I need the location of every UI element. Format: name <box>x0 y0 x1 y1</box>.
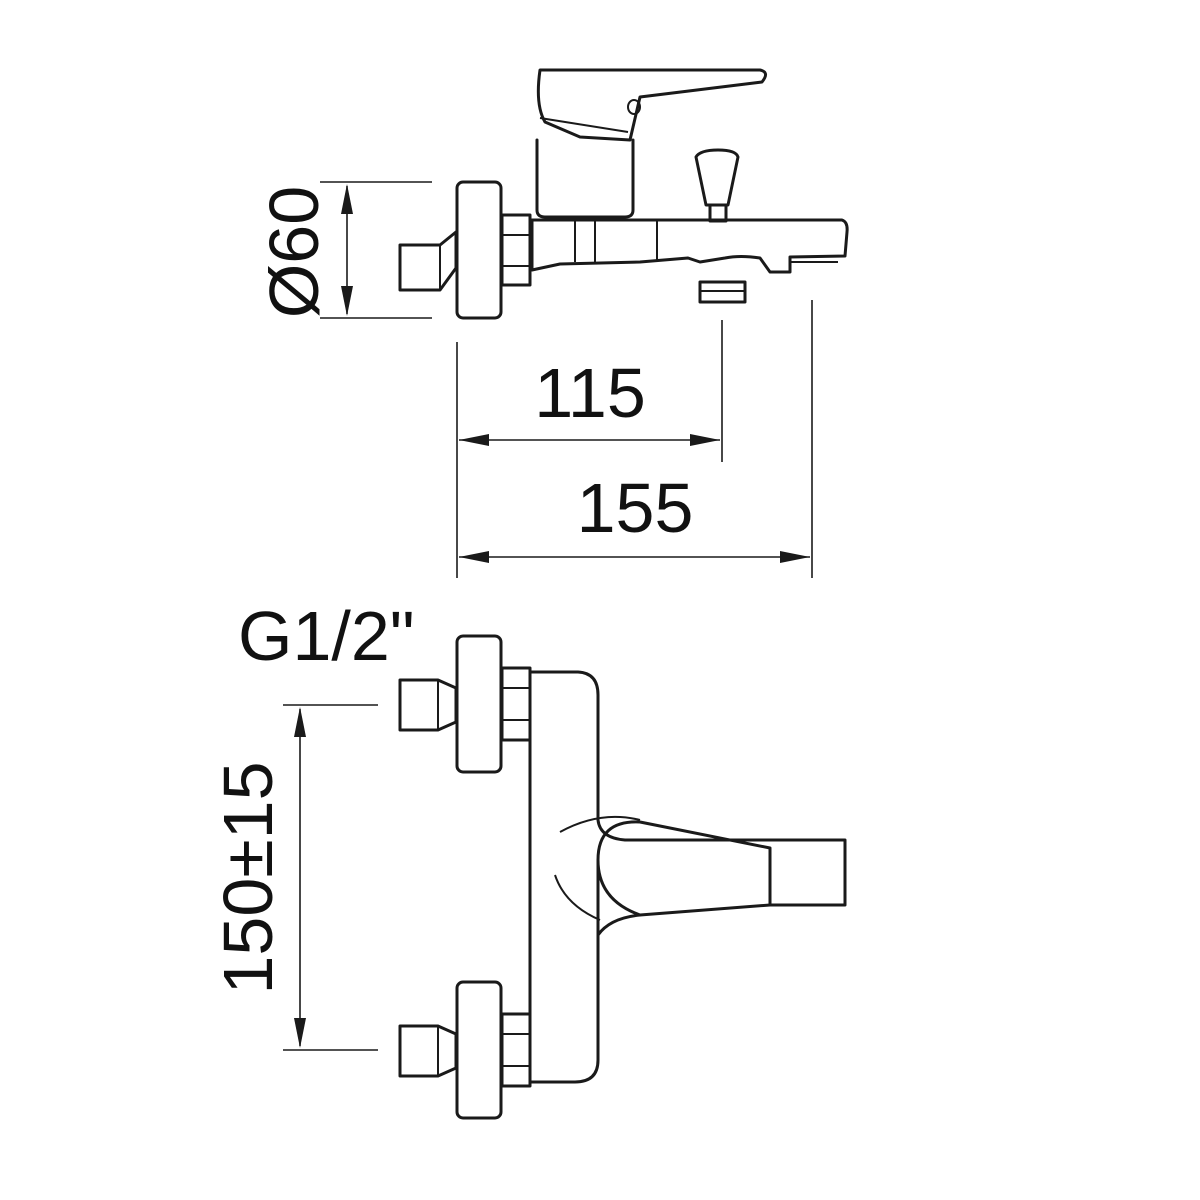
shower-outlet-nipple <box>698 280 747 304</box>
inlet-centers-dimension: 150±15 <box>209 704 378 1051</box>
side-view <box>398 68 849 320</box>
inlet-centers-label: 150±15 <box>209 761 287 994</box>
lower-hex-nut <box>500 1012 532 1088</box>
side-hex-nut <box>500 213 532 287</box>
flange-diameter-dimension: Ø60 <box>255 181 432 319</box>
top-view <box>398 634 847 1120</box>
diverter-knob <box>694 148 740 207</box>
top-handle-cutout <box>596 820 772 917</box>
upper-hex-nut <box>500 666 532 742</box>
diverter-stem <box>708 203 728 223</box>
lower-eccentric-connector <box>398 1024 458 1078</box>
wall-to-spout-label: 155 <box>577 469 694 547</box>
side-lever-handle <box>536 68 767 142</box>
spout-body <box>530 218 849 274</box>
lever-pivot-screw <box>627 99 641 115</box>
flange-diameter-label: Ø60 <box>255 186 333 318</box>
side-eccentric-connector <box>398 230 458 292</box>
top-body <box>528 670 847 937</box>
wall-to-outlet-dimension: 115 <box>456 320 723 578</box>
lower-wall-flange <box>455 980 503 1120</box>
upper-eccentric-connector <box>398 678 458 732</box>
wall-to-outlet-label: 115 <box>534 354 646 432</box>
upper-wall-flange <box>455 634 503 774</box>
side-wall-flange <box>455 180 503 320</box>
cartridge-body <box>535 138 635 219</box>
wall-to-spout-dimension: 155 <box>459 300 813 578</box>
thread-size-label: G1/2" <box>238 597 415 675</box>
